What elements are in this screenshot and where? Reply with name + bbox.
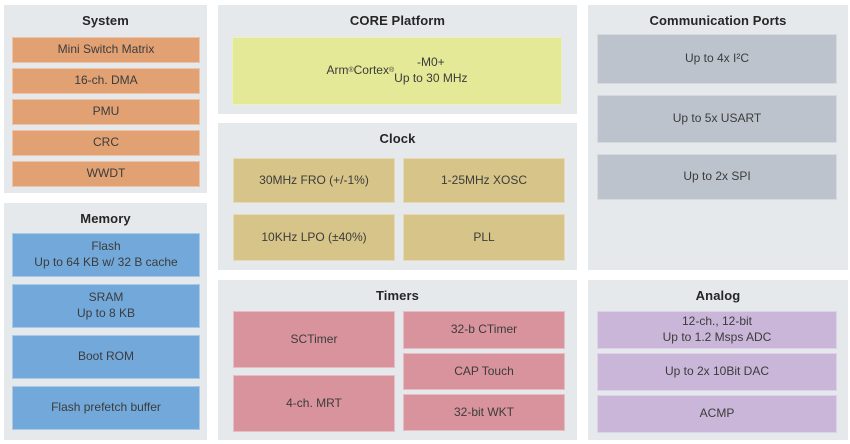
block-cap-touch: CAP Touch [403, 353, 565, 390]
panel-analog-body: 12-ch., 12-bit Up to 1.2 Msps ADC Up to … [597, 311, 837, 433]
block-sctimer: SCTimer [233, 311, 395, 368]
block-crc: CRC [12, 130, 200, 156]
block-i2c: Up to 4x I²C [597, 34, 837, 84]
block-pmu: PMU [12, 99, 200, 125]
panel-core-platform: CORE Platform Arm® Cortex®-M0+ Up to 30 … [218, 5, 577, 114]
block-dac: Up to 2x 10Bit DAC [597, 353, 837, 391]
block-boot-rom: Boot ROM [12, 335, 200, 379]
panel-analog-title: Analog [695, 288, 741, 303]
block-wkt: 32-bit WKT [403, 394, 565, 431]
timers-right-column: 32-b CTimer CAP Touch 32-bit WKT [403, 311, 565, 432]
timers-left-column: SCTimer 4-ch. MRT [233, 311, 395, 432]
block-fro: 30MHz FRO (+/-1%) [233, 158, 395, 203]
panel-clock-title: Clock [379, 131, 416, 146]
panel-timers: Timers SCTimer 4-ch. MRT 32-b CTimer CAP… [218, 280, 577, 440]
panel-timers-title: Timers [376, 288, 419, 303]
block-spi: Up to 2x SPI [597, 154, 837, 200]
block-arm-cortex-m0plus: Arm® Cortex®-M0+ Up to 30 MHz [232, 37, 562, 105]
panel-clock: Clock 30MHz FRO (+/-1%) 1-25MHz XOSC 10K… [218, 123, 577, 270]
panel-memory-title: Memory [80, 211, 131, 226]
block-mini-switch-matrix: Mini Switch Matrix [12, 37, 200, 63]
block-wwdt: WWDT [12, 161, 200, 187]
panel-communication-ports: Communication Ports Up to 4x I²C Up to 5… [588, 5, 848, 270]
panel-memory-body: Flash Up to 64 KB w/ 32 B cache SRAM Up … [12, 233, 200, 430]
block-flash: Flash Up to 64 KB w/ 32 B cache [12, 233, 200, 277]
panel-system: System Mini Switch Matrix 16-ch. DMA PMU… [4, 5, 207, 193]
block-ctimer: 32-b CTimer [403, 311, 565, 349]
panel-system-title: System [82, 13, 129, 28]
block-acmp: ACMP [597, 395, 837, 433]
block-16ch-dma: 16-ch. DMA [12, 68, 200, 94]
panel-communication-ports-body: Up to 4x I²C Up to 5x USART Up to 2x SPI [597, 34, 837, 200]
block-usart: Up to 5x USART [597, 95, 837, 143]
block-lpo: 10KHz LPO (±40%) [233, 214, 395, 261]
panel-core-platform-title: CORE Platform [349, 13, 446, 28]
block-pll: PLL [403, 214, 565, 261]
block-sram: SRAM Up to 8 KB [12, 284, 200, 328]
block-mrt: 4-ch. MRT [233, 375, 395, 432]
panel-timers-body: SCTimer 4-ch. MRT 32-b CTimer CAP Touch … [233, 311, 565, 432]
panel-communication-ports-title: Communication Ports [649, 13, 787, 28]
panel-memory: Memory Flash Up to 64 KB w/ 32 B cache S… [4, 203, 207, 440]
block-flash-prefetch-buffer: Flash prefetch buffer [12, 386, 200, 430]
block-xosc: 1-25MHz XOSC [403, 158, 565, 203]
panel-core-platform-body: Arm® Cortex®-M0+ Up to 30 MHz [232, 37, 562, 105]
block-adc: 12-ch., 12-bit Up to 1.2 Msps ADC [597, 311, 837, 349]
panel-analog: Analog 12-ch., 12-bit Up to 1.2 Msps ADC… [588, 280, 848, 440]
panel-clock-body: 30MHz FRO (+/-1%) 1-25MHz XOSC 10KHz LPO… [233, 158, 565, 261]
panel-system-body: Mini Switch Matrix 16-ch. DMA PMU CRC WW… [12, 37, 200, 187]
